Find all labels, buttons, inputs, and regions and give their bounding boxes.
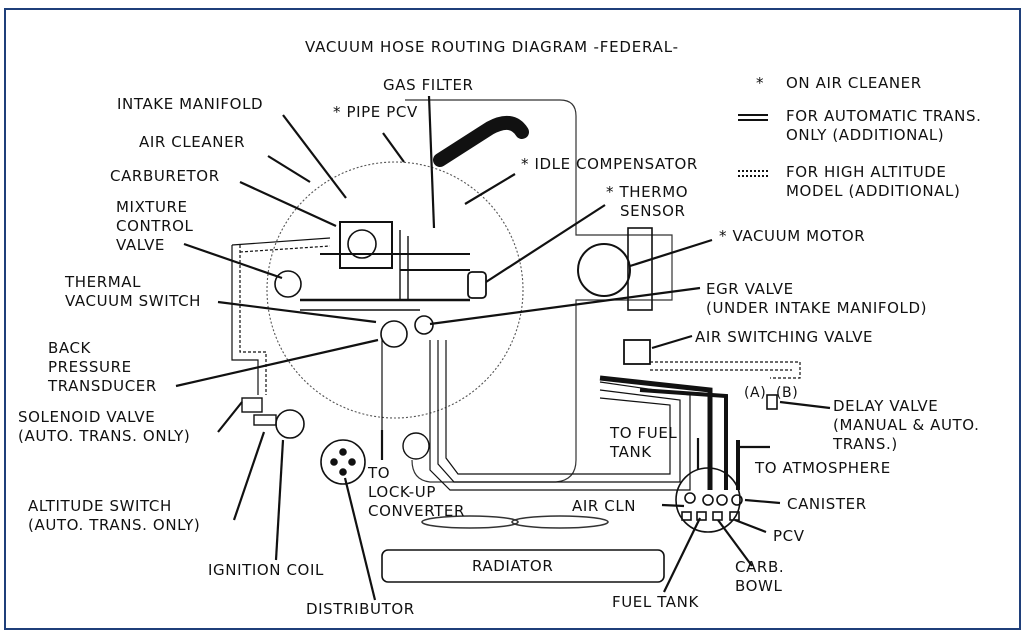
legend-automatic: FOR AUTOMATIC TRANS. ONLY (ADDITIONAL) (738, 107, 982, 145)
label-intake-manifold: INTAKE MANIFOLD (117, 95, 264, 113)
fan-blade (511, 515, 609, 529)
legend-label: ONLY (ADDITIONAL) (786, 126, 945, 144)
radiator-box (381, 549, 665, 583)
distributor-body (320, 439, 366, 485)
label-altitude-switch: ALTITUDE SWITCH(AUTO. TRANS. ONLY) (28, 497, 201, 534)
legend-label: FOR HIGH ALTITUDE (786, 163, 947, 181)
label-pcv: PCV (773, 527, 805, 545)
label-vacuum-motor: * VACUUM MOTOR (719, 227, 866, 245)
label-air-cln: AIR CLN (572, 497, 637, 515)
gas-filter-hose (433, 115, 529, 167)
diagram-title: VACUUM HOSE ROUTING DIAGRAM -FEDERAL- (305, 38, 679, 56)
legend-high-altitude: FOR HIGH ALTITUDE MODEL (ADDITIONAL) (738, 163, 961, 201)
label-port-b: (B) (776, 385, 799, 401)
legend-dotted-swatch (738, 170, 768, 177)
vacuum-motor-body (577, 243, 631, 297)
fan-blade (421, 515, 519, 529)
label-carburetor: CARBURETOR (110, 167, 220, 185)
altitude-hose (650, 361, 801, 379)
engine-outline (405, 99, 673, 483)
label-idle-compensator: * IDLE COMPENSATOR (521, 155, 698, 173)
label-air-switching-valve: AIR SWITCHING VALVE (695, 328, 874, 346)
label-carb-bowl: CARB.BOWL (735, 558, 785, 595)
label-ignition-coil: IGNITION COIL (208, 561, 324, 579)
label-egr-valve: EGR VALVE(UNDER INTAKE MANIFOLD) (706, 280, 928, 317)
legend-double-line-swatch (738, 114, 768, 121)
legend-label: ON AIR CLEANER (786, 74, 922, 92)
air-cleaner-housing (266, 161, 524, 419)
label-solenoid-valve: SOLENOID VALVE(AUTO. TRANS. ONLY) (18, 408, 191, 445)
legend-label: MODEL (ADDITIONAL) (786, 182, 961, 200)
label-to-atmosphere: TO ATMOSPHERE (755, 459, 891, 477)
label-gas-filter: GAS FILTER (383, 76, 474, 94)
label-port-a: (A) (744, 385, 767, 401)
label-air-cleaner: AIR CLEANER (139, 133, 246, 151)
diagram-frame (4, 8, 1021, 630)
legend-label: FOR AUTOMATIC TRANS. (786, 107, 982, 125)
label-fuel-tank: FUEL TANK (612, 593, 699, 611)
label-pipe-pcv: * PIPE PCV (333, 103, 418, 121)
carburetor-body (339, 221, 393, 269)
ignition-coil-body (275, 409, 305, 439)
label-radiator: RADIATOR (472, 557, 554, 575)
left-hose (231, 245, 259, 395)
legend-on-air-cleaner: * ON AIR CLEANER (756, 74, 922, 93)
label-canister: CANISTER (787, 495, 867, 513)
legend-symbol: * (756, 74, 765, 92)
label-delay-valve: DELAY VALVE(MANUAL & AUTO.TRANS.) (833, 397, 980, 453)
label-distributor: DISTRIBUTOR (306, 600, 415, 618)
